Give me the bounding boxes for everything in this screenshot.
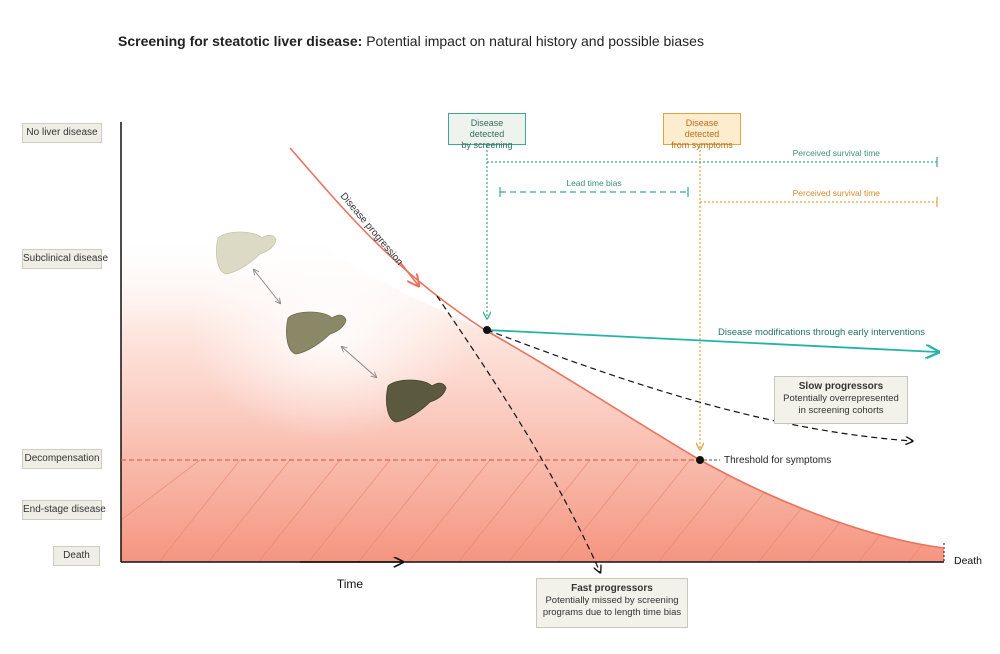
screening-detection-point bbox=[483, 326, 491, 334]
slow-progressors-line1: Potentially overrepresented bbox=[783, 393, 899, 404]
symptoms-detection-box: Disease detected from symptoms bbox=[663, 113, 741, 150]
lead-time-bias-label: Lead time bias bbox=[566, 178, 621, 188]
stage-end-stage-disease: End-stage disease bbox=[22, 500, 106, 520]
disease-progression-curve bbox=[289, 147, 945, 549]
fast-progressors-line2: programs due to length time bias bbox=[542, 607, 682, 618]
early-interventions-label: Disease modifications through early inte… bbox=[718, 327, 925, 338]
stage-death: Death bbox=[53, 546, 100, 566]
liver-healthy-icon bbox=[216, 231, 277, 275]
reversible-arrow-1 bbox=[254, 270, 280, 303]
x-axis-time-label: Time bbox=[337, 577, 364, 591]
liver-fatty-icon bbox=[286, 311, 347, 355]
slow-progressors-title: Slow progressors bbox=[798, 381, 884, 392]
figure-title: Screening for steatotic liver disease: P… bbox=[118, 33, 704, 49]
symptoms-box-line2: from symptoms bbox=[671, 140, 733, 150]
progression-arrowhead bbox=[399, 261, 418, 285]
reversible-arrow-2 bbox=[342, 347, 376, 377]
slow-progressors-line2: in screening cohorts bbox=[798, 405, 884, 416]
screening-box-line1: Disease detected bbox=[469, 118, 505, 139]
symptom-threshold-point bbox=[696, 456, 704, 464]
perceived-survival-symptoms-label: Perceived survival time bbox=[793, 188, 881, 198]
stage-subclinical-disease: Subclinical disease bbox=[22, 249, 108, 269]
fast-progressors-line1: Potentially missed by screening bbox=[545, 595, 679, 606]
liver-cirrhotic-icon bbox=[386, 379, 447, 423]
slow-progressors-box: Slow progressors Potentially overreprese… bbox=[774, 376, 908, 424]
figure-title-bold: Screening for steatotic liver disease: bbox=[118, 33, 363, 49]
stage-no-liver-disease: No liver disease bbox=[22, 123, 102, 143]
threshold-label: Threshold for symptoms bbox=[724, 455, 831, 466]
x-axis-death-label: Death bbox=[954, 555, 982, 567]
fast-progressors-title: Fast progressors bbox=[571, 583, 653, 594]
fast-progressors-box: Fast progressors Potentially missed by s… bbox=[536, 578, 688, 628]
stage-decompensation: Decompensation bbox=[22, 449, 102, 469]
screening-box-line2: by screening bbox=[461, 140, 513, 150]
perceived-survival-screening-label: Perceived survival time bbox=[793, 148, 881, 158]
fast-progressor-trajectory bbox=[436, 295, 600, 572]
symptoms-box-line1: Disease detected bbox=[684, 118, 720, 139]
early-intervention-curve bbox=[486, 329, 937, 352]
figure-title-rest: Potential impact on natural history and … bbox=[362, 33, 704, 49]
screening-detection-box: Disease detected by screening bbox=[448, 113, 526, 150]
